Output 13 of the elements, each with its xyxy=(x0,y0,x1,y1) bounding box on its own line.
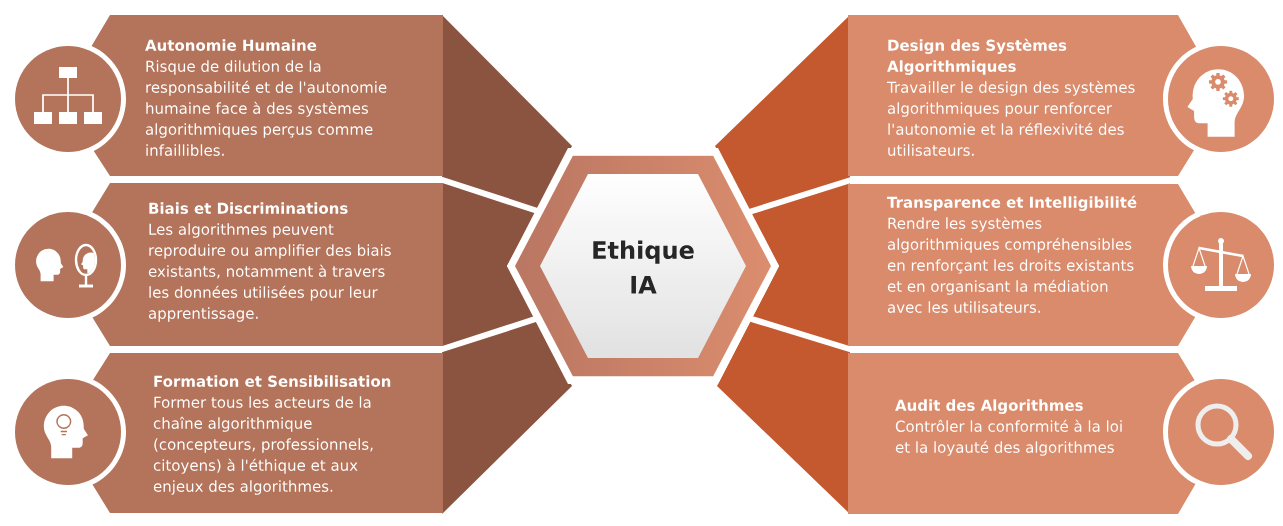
heading: Biais et Discriminations xyxy=(149,202,348,214)
body-text: Les algorithmes peuvent reproduire ou amplifier des biais existants, notamment à travers les données utilisées pour leur apprentissage. xyxy=(148,223,391,322)
body-text: Contrôler la conformité à la loi et la loyauté des algorithmes xyxy=(895,419,1122,456)
heading: Audit des Algorithmes xyxy=(895,399,1083,414)
heading: Design des Systèmes Algorithmiques xyxy=(887,38,1067,75)
body-text: Former tous les acteurs de la chaîne algorithmique (concepteurs, professionnels, citoyens) à l'éthique et aux enjeux des algorithmes. xyxy=(153,396,373,495)
heading: Transparence et Intelligibilité xyxy=(887,195,1137,211)
body-text: Rendre les systèmes algorithmiques compréhensibles en renforçant les droits existants et en organisant la médiation avec les utilisateurs. xyxy=(887,216,1134,313)
heading: Formation et Sensibilisation xyxy=(154,375,391,387)
body-text: Risque de dilution de la responsabilité et de l'autonomie humaine face à des systèmes algorithmiques perçus comme infaillibles. xyxy=(145,60,387,156)
node-label: Ethique IA xyxy=(593,240,694,294)
heading: Autonomie Humaine xyxy=(145,39,317,51)
body-text: Travailler le design des systèmes algorithmiques pour renforcer l'autonomie et la réflexivité des utilisateurs. xyxy=(886,80,1135,156)
